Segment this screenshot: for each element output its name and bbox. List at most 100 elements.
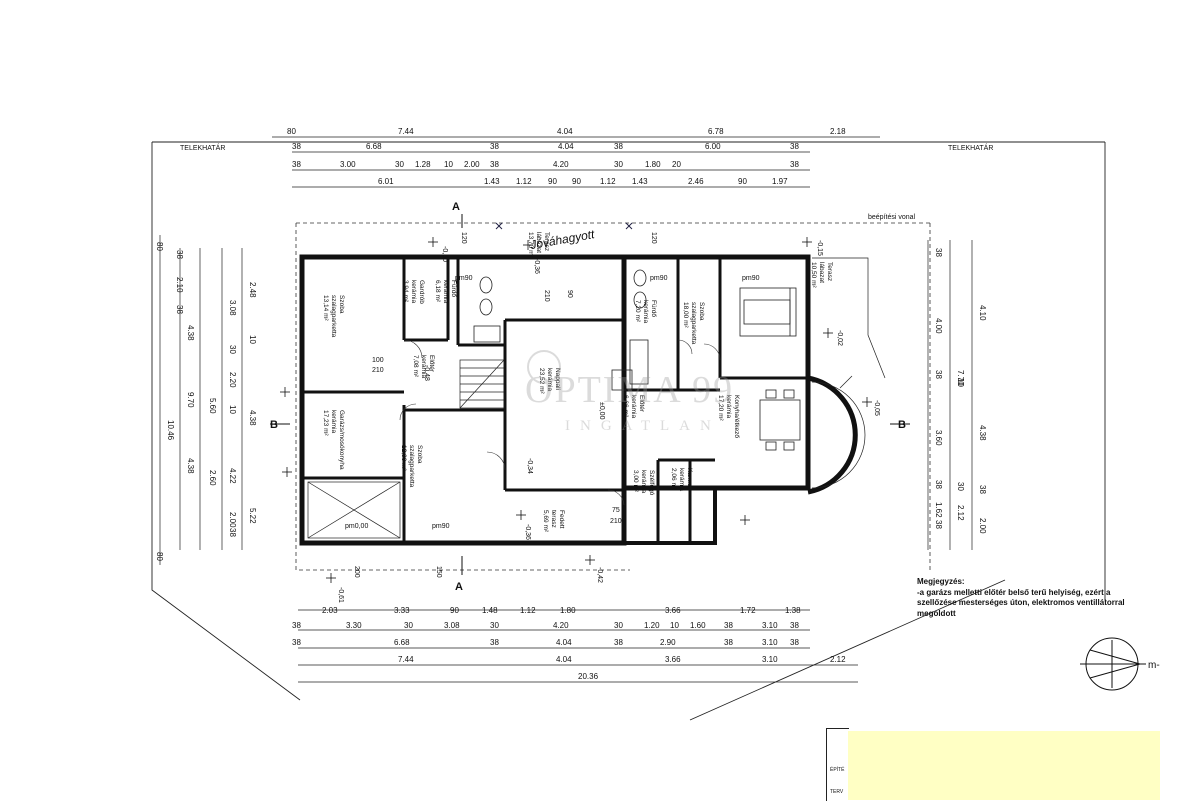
- svg-text:szalagparketta: szalagparketta: [690, 302, 697, 345]
- svg-text:10: 10: [670, 621, 679, 630]
- svg-text:38: 38: [934, 370, 943, 379]
- svg-text:Gardrób: Gardrób: [418, 280, 425, 304]
- svg-text:2.20: 2.20: [228, 372, 237, 388]
- svg-text:120: 120: [650, 232, 657, 244]
- svg-text:-0,48: -0,48: [423, 365, 430, 381]
- bottom-dim-row-1: 2.03 3.33 90 1.48 1.12 1.80 3.66 1.72 1.…: [322, 606, 801, 615]
- right-dimension-lines: [927, 240, 973, 550]
- svg-text:10,50 m²: 10,50 m²: [810, 262, 817, 288]
- svg-text:3.66: 3.66: [665, 655, 681, 664]
- svg-text:4.04: 4.04: [557, 127, 573, 136]
- svg-text:90: 90: [572, 177, 581, 186]
- svg-text:Fedett: Fedett: [558, 510, 565, 529]
- svg-text:Nappali: Nappali: [554, 368, 561, 390]
- svg-text:200: 200: [353, 566, 360, 578]
- svg-text:38: 38: [292, 621, 301, 630]
- boundary-label-right: TELEKHATÁR: [948, 143, 993, 152]
- svg-text:Fürdő: Fürdő: [450, 280, 457, 297]
- svg-text:38: 38: [175, 305, 184, 314]
- svg-text:38: 38: [724, 621, 733, 630]
- svg-text:17,20 m²: 17,20 m²: [717, 395, 724, 421]
- building-line-label: beépítési vonal: [868, 214, 916, 221]
- level-crosshairs: [280, 237, 872, 583]
- title-block-label-2: TERV: [830, 789, 844, 795]
- svg-text:1.28: 1.28: [415, 160, 431, 169]
- svg-text:2.18: 2.18: [830, 127, 846, 136]
- svg-text:38: 38: [490, 142, 499, 151]
- svg-text:3,94 m²: 3,94 m²: [402, 280, 409, 303]
- title-block: ÉPÍTÉ TERV: [826, 728, 849, 801]
- svg-text:6.68: 6.68: [394, 638, 410, 647]
- svg-text:±0,00: ±0,00: [598, 402, 605, 420]
- svg-text:7.44: 7.44: [398, 655, 414, 664]
- svg-text:3.30: 3.30: [346, 621, 362, 630]
- bottom-dim-row-4: 7.44 4.04 3.66 3.10 2.12: [398, 655, 846, 664]
- svg-text:-0,42: -0,42: [596, 567, 603, 583]
- svg-text:kerámia: kerámia: [640, 470, 647, 494]
- svg-text:6.00: 6.00: [705, 142, 721, 151]
- svg-text:1.48: 1.48: [482, 606, 498, 615]
- svg-text:30: 30: [614, 621, 623, 630]
- svg-text:1.60: 1.60: [690, 621, 706, 630]
- building-line: [295, 222, 931, 571]
- svg-text:1.72: 1.72: [740, 606, 756, 615]
- svg-text:30: 30: [404, 621, 413, 630]
- svg-text:Szélfogó: Szélfogó: [648, 470, 655, 496]
- svg-text:Előtér: Előtér: [428, 355, 435, 373]
- svg-text:1.12: 1.12: [516, 177, 532, 186]
- svg-text:5.22: 5.22: [248, 508, 257, 524]
- svg-text:30: 30: [956, 482, 965, 491]
- svg-text:-0,50: -0,50: [441, 246, 448, 262]
- svg-text:210: 210: [543, 290, 550, 302]
- svg-text:38: 38: [790, 621, 799, 630]
- compass-label: m-: [1148, 660, 1160, 671]
- signature-crosses: [495, 222, 633, 230]
- svg-text:100: 100: [372, 357, 384, 364]
- svg-text:10: 10: [956, 378, 965, 387]
- svg-text:Fürdő: Fürdő: [650, 300, 657, 317]
- top-dim-row-4: 6.01 1.43 1.12 90 90 1.12 1.43 2.46 90 1…: [378, 177, 788, 186]
- top-dim-row-2: 38 6.68 38 4.04 38 6.00 38: [292, 142, 799, 151]
- svg-text:80: 80: [155, 552, 164, 561]
- svg-text:szalagparketta: szalagparketta: [330, 295, 337, 338]
- svg-text:10: 10: [228, 405, 237, 414]
- svg-text:pm90: pm90: [432, 523, 450, 530]
- section-markers: [270, 214, 910, 575]
- svg-text:4.20: 4.20: [553, 621, 569, 630]
- svg-text:2.60: 2.60: [208, 470, 217, 486]
- svg-text:4.20: 4.20: [553, 160, 569, 169]
- svg-text:38: 38: [934, 480, 943, 489]
- svg-text:2,06 m²: 2,06 m²: [670, 468, 677, 491]
- svg-text:30: 30: [395, 160, 404, 169]
- svg-text:1.80: 1.80: [645, 160, 661, 169]
- svg-text:30: 30: [614, 160, 623, 169]
- svg-text:6.78: 6.78: [708, 127, 724, 136]
- stairs: [459, 359, 505, 409]
- svg-text:17,23 m²: 17,23 m²: [322, 410, 329, 436]
- svg-text:-0,36: -0,36: [533, 258, 540, 274]
- svg-text:38: 38: [614, 638, 623, 647]
- svg-text:7,08 m²: 7,08 m²: [412, 355, 419, 378]
- svg-text:4.04: 4.04: [556, 638, 572, 647]
- svg-text:szalagparketta: szalagparketta: [408, 445, 415, 488]
- svg-text:2.12: 2.12: [956, 505, 965, 521]
- svg-text:1.20: 1.20: [644, 621, 660, 630]
- svg-text:-0,02: -0,02: [836, 330, 843, 346]
- svg-text:-0,34: -0,34: [526, 458, 533, 474]
- svg-text:38: 38: [978, 485, 987, 494]
- svg-text:10: 10: [444, 160, 453, 169]
- svg-text:38: 38: [490, 638, 499, 647]
- svg-text:9.70: 9.70: [186, 392, 195, 408]
- svg-text:4.10: 4.10: [978, 305, 987, 321]
- svg-text:38: 38: [790, 160, 799, 169]
- svg-text:1.97: 1.97: [772, 177, 788, 186]
- svg-text:kerámia: kerámia: [678, 468, 685, 492]
- remark-line-3: megoldott: [917, 608, 956, 618]
- svg-text:1.80: 1.80: [560, 606, 576, 615]
